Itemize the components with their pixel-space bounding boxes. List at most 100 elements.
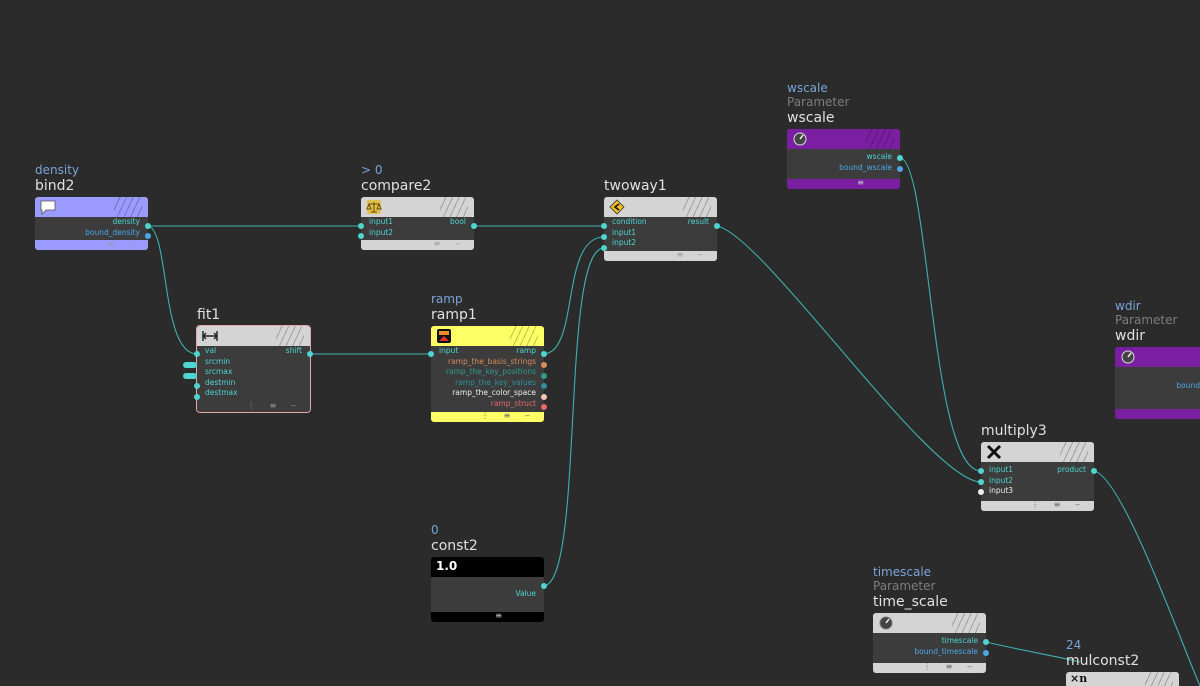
node-subtitle: 24 xyxy=(1066,638,1082,652)
port-dot[interactable] xyxy=(194,351,200,357)
header-stripes xyxy=(510,326,538,346)
node-wscale[interactable]: wscale Parameter wscale wscale bound_wsc… xyxy=(787,81,903,189)
port-dot[interactable] xyxy=(714,223,720,229)
port-in-input3[interactable]: input3 xyxy=(989,486,1014,496)
port-dot[interactable] xyxy=(983,639,989,645)
port-dot[interactable] xyxy=(601,223,607,229)
port-dot[interactable] xyxy=(307,351,313,357)
port-dot[interactable] xyxy=(428,351,434,357)
port-dot[interactable] xyxy=(541,373,547,379)
header-stripes xyxy=(1145,672,1173,686)
port-out-result[interactable]: result xyxy=(687,217,709,226)
port-out-ramp-the-basis-strings[interactable]: ramp_the_basis_strings xyxy=(448,356,536,366)
wire-twoway1-result-to-multiply3-input2 xyxy=(715,225,982,483)
port-dot[interactable] xyxy=(983,650,989,656)
node-wdir[interactable]: wdir Parameter wdir bound xyxy=(1115,299,1200,419)
port-out-wscale[interactable]: wscale xyxy=(866,152,892,161)
port-out-ramp[interactable]: ramp xyxy=(516,346,536,355)
port-in-srcmin[interactable]: srcmin xyxy=(205,356,231,366)
port-out-ramp-the-key-values[interactable]: ramp_the_key_values xyxy=(455,377,536,387)
node-time-scale[interactable]: timescale Parameter time_scale timescale… xyxy=(873,565,989,673)
port-dot[interactable] xyxy=(541,383,547,389)
node-footer-controls[interactable]: ≡ xyxy=(857,178,870,187)
port-dot[interactable] xyxy=(541,362,547,368)
port-dot[interactable] xyxy=(145,233,151,239)
port-out-density[interactable]: density xyxy=(112,217,141,226)
header-stripes xyxy=(1060,442,1088,462)
port-in-destmax[interactable]: destmax xyxy=(205,388,238,398)
port-out-value[interactable]: Value xyxy=(515,589,536,598)
node-footer-controls[interactable]: ≡ ‒ xyxy=(676,250,709,259)
node-mulconst2[interactable]: 24 mulconst2 ×n xyxy=(1066,638,1179,686)
wire-bind2-density-to-fit1-val xyxy=(146,225,198,355)
node-footer-controls[interactable]: ⋮ ≡ ‒ xyxy=(247,401,302,410)
port-in-input2[interactable]: input2 xyxy=(369,227,394,237)
port-out-ramp-struct[interactable]: ramp_struct xyxy=(490,398,536,408)
node-name: wscale xyxy=(787,110,835,126)
node-caption: multiply3 xyxy=(981,422,1047,442)
node-footer-controls[interactable]: ⋮ ≡ ‒ xyxy=(1031,500,1086,509)
port-dot[interactable] xyxy=(194,383,200,389)
switch-arrow-icon xyxy=(609,199,625,215)
port-connected-indicator[interactable] xyxy=(183,373,197,379)
port-dot[interactable] xyxy=(541,583,547,589)
port-dot[interactable] xyxy=(897,166,903,172)
port-dot[interactable] xyxy=(541,351,547,357)
port-connected-indicator[interactable] xyxy=(183,362,197,368)
wire-ramp1-ramp-to-twoway1-input1 xyxy=(542,236,605,355)
node-footer-controls[interactable]: ⋮ ≡ ‒ xyxy=(481,411,536,420)
port-dot[interactable] xyxy=(978,468,984,474)
port-dot[interactable] xyxy=(358,233,364,239)
port-out-bound-wscale[interactable]: bound_wscale xyxy=(839,162,892,172)
node-footer-controls[interactable]: ≡ xyxy=(495,611,508,620)
node-const2[interactable]: 0 const2 1.0 Value ≡ xyxy=(431,523,547,622)
port-out-bound-timescale[interactable]: bound_timescale xyxy=(914,646,978,656)
port-dot[interactable] xyxy=(194,394,200,400)
port-out-shift[interactable]: shift xyxy=(285,346,302,355)
port-dot[interactable] xyxy=(897,155,903,161)
port-dot[interactable] xyxy=(541,404,547,410)
node-caption: wscale Parameter wscale xyxy=(787,81,849,129)
port-dot[interactable] xyxy=(1091,468,1097,474)
node-subtitle: density xyxy=(35,163,79,177)
node-type-label: Parameter xyxy=(873,579,936,593)
port-dot[interactable] xyxy=(541,394,547,400)
node-footer-controls[interactable]: ⋮ ≡ ‒ xyxy=(923,662,978,671)
port-dot[interactable] xyxy=(978,479,984,485)
node-caption: twoway1 xyxy=(604,177,667,197)
port-out-bound[interactable]: bound xyxy=(1176,381,1200,390)
knob-icon xyxy=(793,132,807,146)
node-name: mulconst2 xyxy=(1066,653,1140,669)
port-in-input2[interactable]: input2 xyxy=(989,475,1014,485)
port-in-input1[interactable]: input1 xyxy=(612,227,637,237)
node-bind2[interactable]: density bind2 density bound_density ≡ ‒ xyxy=(35,163,151,250)
port-dot[interactable] xyxy=(358,223,364,229)
port-dot[interactable] xyxy=(978,489,984,495)
port-out-bool[interactable]: bool xyxy=(449,217,466,226)
node-footer-controls[interactable]: ≡ ‒ xyxy=(433,239,466,248)
node-caption: wdir Parameter wdir xyxy=(1115,299,1177,347)
node-footer-controls[interactable]: ≡ ‒ xyxy=(107,239,140,248)
port-out-bound-density[interactable]: bound_density xyxy=(85,227,140,237)
port-out-timescale[interactable]: timescale xyxy=(941,636,978,645)
port-dot[interactable] xyxy=(145,223,151,229)
port-dot[interactable] xyxy=(601,234,607,240)
port-in-srcmax[interactable]: srcmax xyxy=(205,367,233,377)
port-in-destmin[interactable]: destmin xyxy=(205,377,236,387)
port-out-ramp-the-key-positions[interactable]: ramp_the_key_positions xyxy=(445,367,536,377)
port-dot[interactable] xyxy=(471,223,477,229)
port-out-product[interactable]: product xyxy=(1057,465,1086,474)
port-in-input2[interactable]: input2 xyxy=(612,238,637,248)
port-dot[interactable] xyxy=(601,245,607,251)
port-out-ramp-the-color-space[interactable]: ramp_the_color_space xyxy=(452,388,536,398)
